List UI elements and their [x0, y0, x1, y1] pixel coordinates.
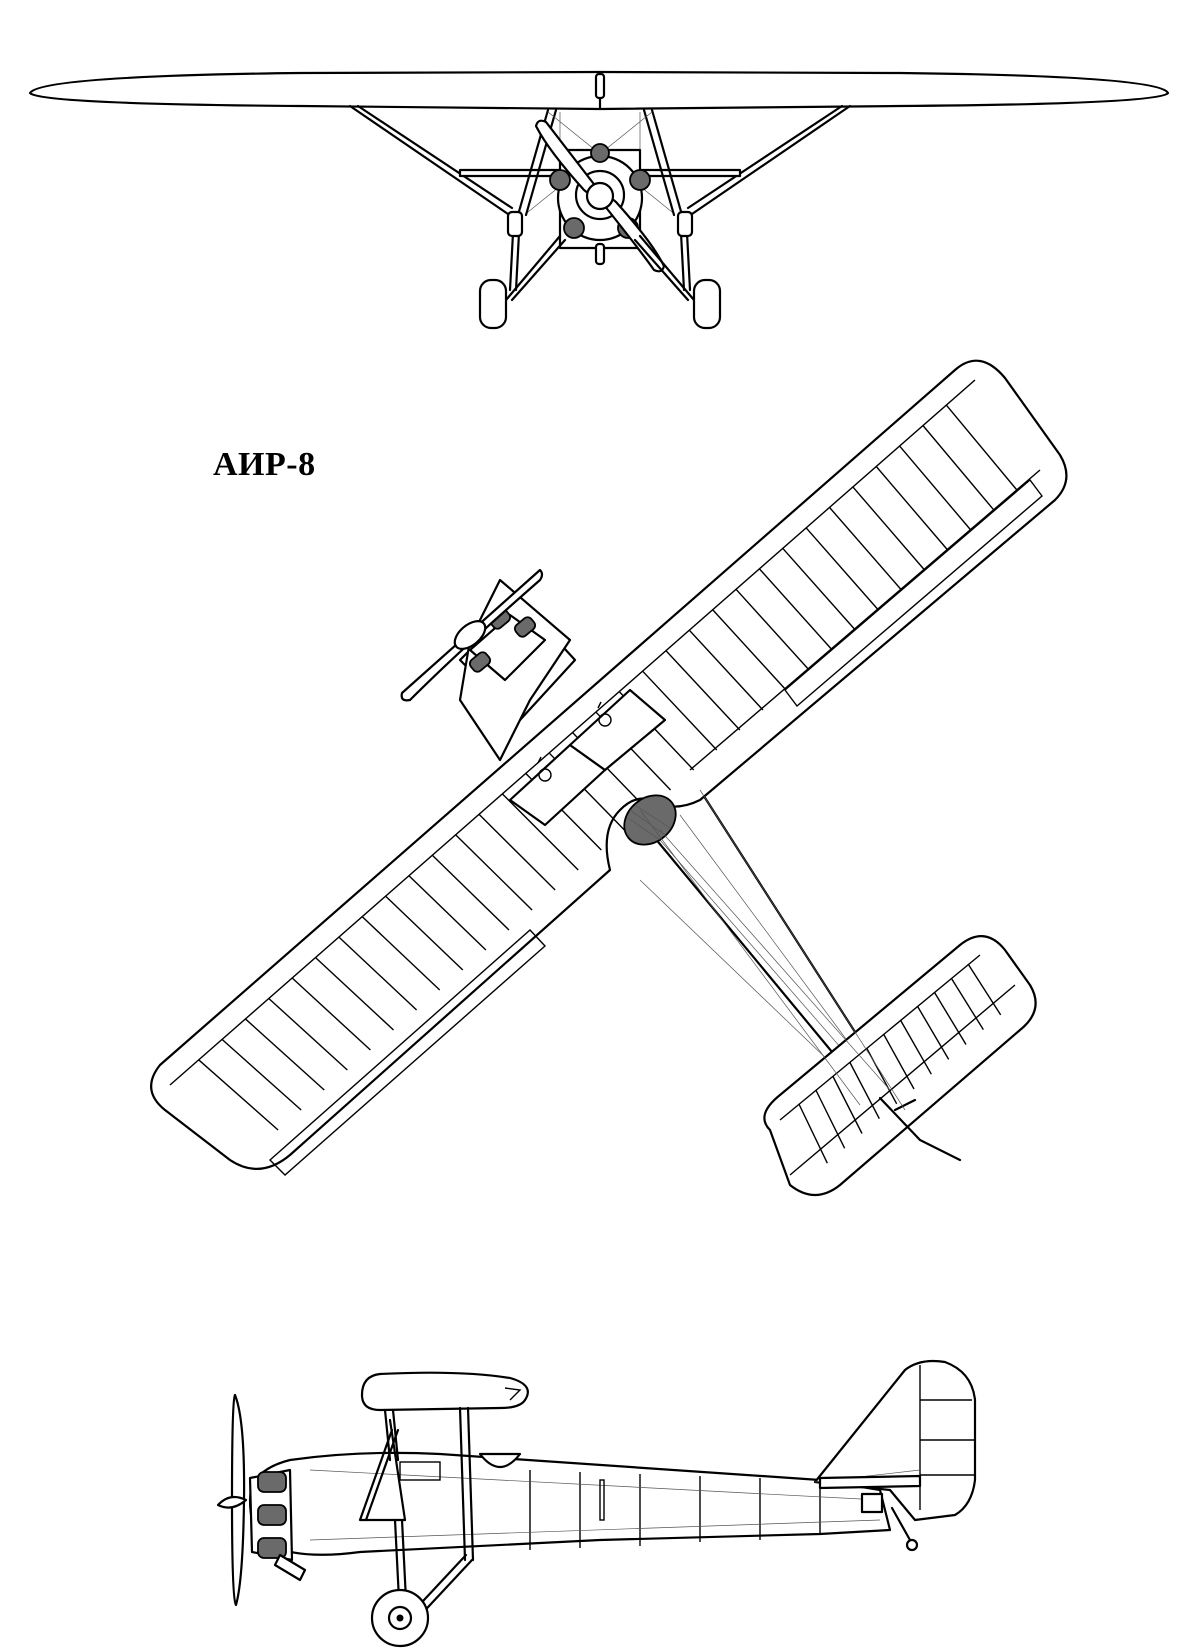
tailplane-rib — [832, 1075, 863, 1134]
plan-view-cockpit — [623, 794, 677, 846]
tailplane-rib — [882, 1033, 915, 1090]
wing-rib — [384, 895, 464, 971]
wing-rib — [268, 997, 348, 1071]
wing-rib — [922, 425, 995, 511]
tailplane-rib — [933, 991, 967, 1045]
tailplane-rib — [967, 963, 1002, 1016]
side-view-struts — [358, 1406, 475, 1562]
side-view-landing-gear — [370, 1518, 474, 1648]
front-view-mast-tip — [594, 72, 606, 100]
wing-rib — [665, 650, 741, 731]
tailplane-rib — [950, 977, 984, 1031]
wing-rib — [244, 1018, 325, 1091]
front-view-wheel-left — [478, 278, 508, 330]
front-view-wing-struts — [348, 104, 852, 216]
wing-rib — [829, 507, 902, 591]
wing-rib — [688, 629, 764, 711]
wing-rib — [805, 527, 879, 611]
wing-rib — [197, 1059, 279, 1131]
wing-rib — [501, 793, 579, 871]
plan-view-tailplane — [763, 935, 1037, 1197]
front-view-wheel-right — [692, 278, 722, 330]
aircraft-designation: АИР-8 — [213, 446, 316, 483]
wing-rib — [852, 486, 926, 571]
plan-view-wing-ribs — [197, 404, 1018, 1131]
wing-rib — [735, 588, 810, 671]
tailplane-rib — [916, 1005, 950, 1060]
wing-rib — [408, 875, 487, 951]
side-view — [216, 1359, 977, 1648]
wing-rib — [782, 548, 856, 631]
wing-rib — [759, 568, 833, 651]
side-view-tail-skid — [860, 1492, 919, 1552]
wing-rib — [361, 915, 441, 991]
side-view-tailplane — [818, 1474, 922, 1490]
tailplane-rib — [815, 1089, 846, 1149]
plan-view-fin — [878, 1096, 962, 1162]
tailplane-rib — [849, 1061, 880, 1119]
front-view-landing-gear — [478, 210, 722, 330]
plan-view-propeller — [400, 568, 544, 702]
tailplane-rib — [899, 1019, 932, 1075]
wing-rib — [712, 609, 787, 691]
tailplane-rib — [798, 1103, 828, 1164]
wing-rib — [338, 936, 418, 1011]
wing-rib — [946, 404, 1018, 491]
side-view-cockpit — [478, 1452, 522, 1469]
wing-rib — [899, 445, 972, 531]
wing-rib — [314, 956, 395, 1031]
side-view-wing — [360, 1371, 529, 1412]
front-view — [28, 70, 1170, 330]
side-view-propeller — [216, 1393, 248, 1607]
plan-view-aileron-right — [784, 478, 1043, 708]
plan-view-aileron-left — [268, 929, 547, 1176]
plan-view — [150, 359, 1068, 1197]
wing-rib — [455, 834, 533, 911]
plan-view-engine — [458, 608, 547, 682]
side-view-fuselage — [248, 1451, 892, 1556]
wing-rib — [642, 670, 718, 751]
wing-rib — [221, 1038, 302, 1111]
plan-view-centre-section — [508, 688, 667, 827]
wing-rib — [291, 977, 371, 1051]
wing-rib — [431, 854, 510, 931]
wing-rib — [875, 466, 949, 551]
side-view-engine — [248, 1468, 307, 1582]
wing-rib — [478, 813, 556, 891]
